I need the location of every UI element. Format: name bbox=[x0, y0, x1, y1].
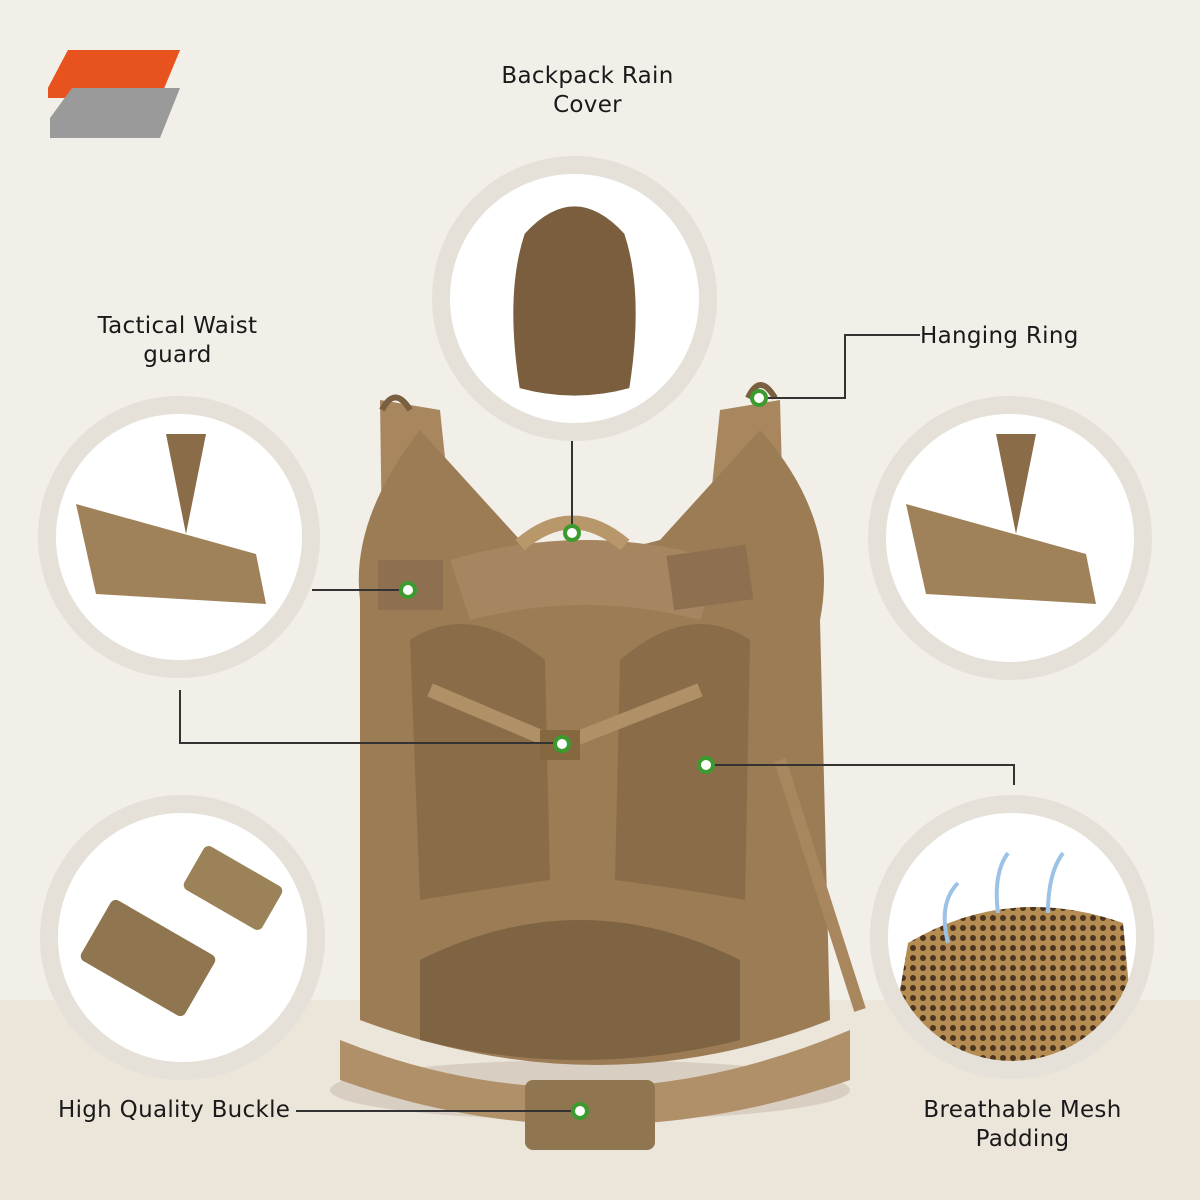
waist-guard-image-right bbox=[868, 396, 1152, 680]
label-waist-guard: Tactical Waist guard bbox=[97, 313, 258, 368]
label-buckle: High Quality Buckle bbox=[58, 1097, 291, 1123]
brand-logo bbox=[48, 50, 180, 138]
waist-guard-image bbox=[38, 396, 320, 678]
mesh-image bbox=[870, 795, 1154, 1079]
label-rain-cover: Backpack Rain Cover bbox=[501, 63, 674, 118]
label-mesh: Breathable Mesh Padding bbox=[923, 1097, 1122, 1152]
label-hanging-ring: Hanging Ring bbox=[920, 323, 1079, 349]
buckle-image bbox=[40, 795, 325, 1080]
rain-cover-image bbox=[432, 156, 717, 441]
